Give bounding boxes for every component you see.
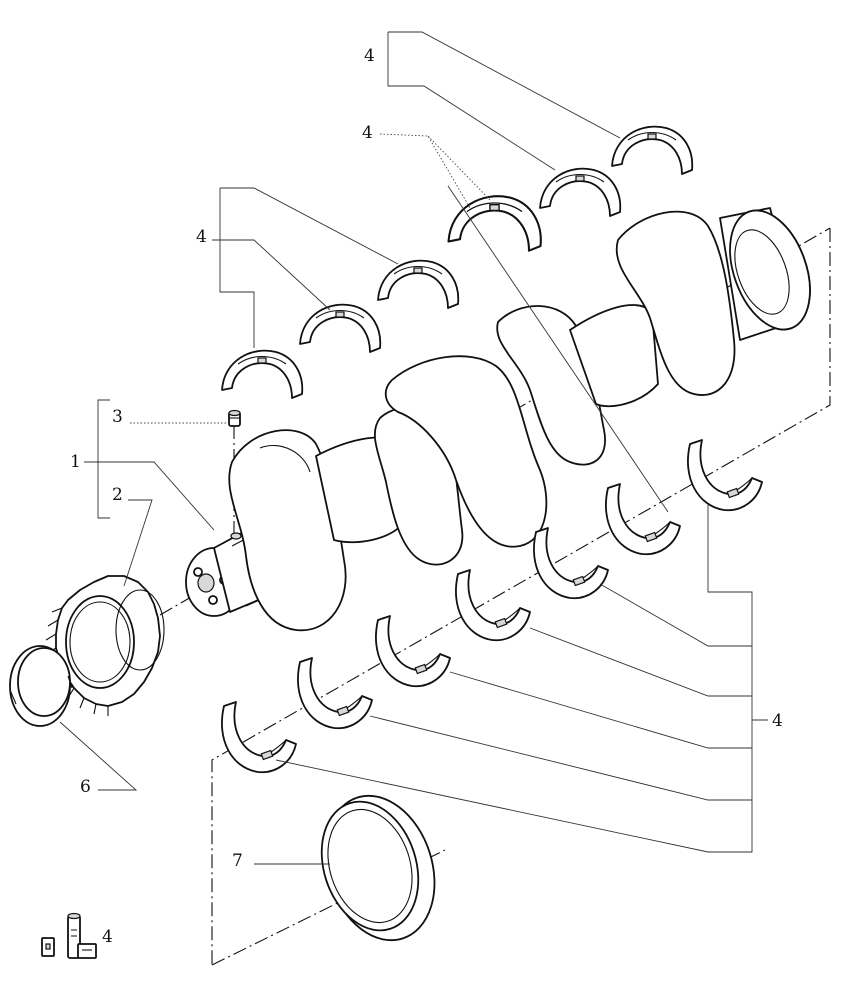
callout-4-right: 4 <box>772 711 783 731</box>
leader-item-2 <box>123 499 153 587</box>
callout-4-upper: 4 <box>362 123 373 143</box>
timing-gear <box>45 575 165 716</box>
upper-bearing-shell-3 <box>377 259 460 309</box>
callout-1: 1 <box>70 452 81 472</box>
callout-6: 6 <box>80 777 91 797</box>
upper-thrust-shell <box>447 195 542 252</box>
leader-item-6 <box>59 721 138 791</box>
lower-bearing-shell-2 <box>605 483 681 556</box>
upper-bearing-shell-2 <box>539 167 622 217</box>
callout-4-kit: 4 <box>102 927 113 947</box>
callout-4-left: 4 <box>196 227 207 247</box>
upper-bearing-shell-1 <box>611 125 694 175</box>
callout-7: 7 <box>232 851 243 871</box>
leader-right-group <box>275 504 768 853</box>
thrust-ring <box>320 794 436 942</box>
leader-top-group <box>387 31 621 171</box>
leader-upper-group <box>379 133 491 209</box>
hardware-kit-icon <box>41 912 97 959</box>
callout-4-top: 4 <box>364 46 375 66</box>
leader-item-1 <box>84 399 215 531</box>
leader-left-group <box>212 187 399 348</box>
callout-2: 2 <box>112 485 123 505</box>
upper-bearing-shell-4 <box>299 303 382 353</box>
callout-3: 3 <box>112 407 123 427</box>
front-ring <box>9 645 73 727</box>
oil-gallery-plug <box>228 409 241 427</box>
lower-bearing-shell-4 <box>455 569 531 642</box>
crankshaft <box>185 207 811 632</box>
upper-bearing-shell-5 <box>221 349 304 399</box>
leader-upper-to-lower <box>447 185 669 513</box>
lower-bearing-shell-5 <box>375 615 451 688</box>
lower-bearing-shell-6 <box>297 657 373 730</box>
axis-frame-right <box>211 228 831 965</box>
